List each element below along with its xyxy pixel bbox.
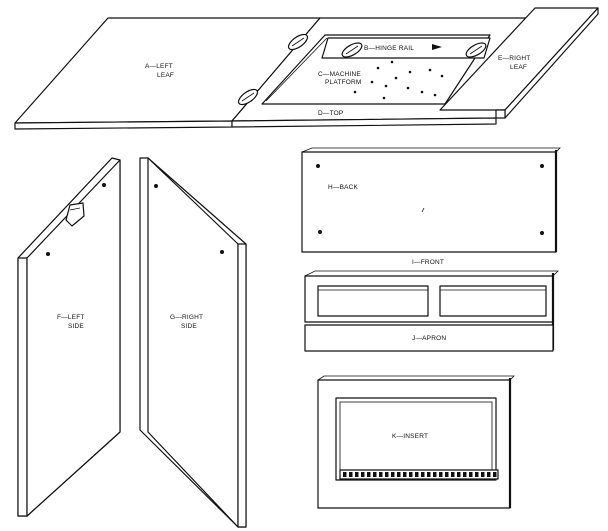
insert-tooth [463,472,467,477]
insert-tooth [409,472,413,477]
insert-tooth [397,472,401,477]
right-side-g: G—RIGHT SIDE [139,157,247,528]
label-h: H—BACK [328,184,359,191]
label-d: D—TOP [318,110,343,117]
label-a-line2: LEAF [157,72,174,79]
label-e-line2: LEAF [510,64,527,71]
insert-tooth [445,472,449,477]
label-f-line2: SIDE [68,323,84,330]
insert-tooth [487,472,491,477]
insert-tooth [469,472,473,477]
back-h: H—BACK I—FRONT [301,147,561,266]
insert-tooth [373,472,377,477]
front-i-apron-j: J—APRON [304,270,559,352]
insert-teeth [343,472,497,477]
label-c-line1: C—MACHINE [318,71,361,78]
insert-tooth [343,472,347,477]
insert-tooth [433,472,437,477]
insert-tooth [379,472,383,477]
insert-tooth [385,472,389,477]
insert-tooth [421,472,425,477]
top-assembly: A—LEFT LEAF B—HINGE RAIL C—MACHINE PLATF… [14,7,599,130]
insert-tooth [391,472,395,477]
insert-tooth [355,472,359,477]
label-i: I—FRONT [412,259,444,266]
insert-tooth [457,472,461,477]
insert-tooth [427,472,431,477]
insert-k: K—INSERT [317,375,515,509]
label-c-line2: PLATFORM [325,79,362,86]
label-e-line1: E—RIGHT [498,55,530,62]
label-f-line1: F—LEFT [57,314,85,321]
insert-tooth [451,472,455,477]
insert-tooth [349,472,353,477]
label-a-line1: A—LEFT [145,63,173,70]
insert-tooth [475,472,479,477]
insert-tooth [415,472,419,477]
label-k: K—INSERT [392,433,428,440]
hinge-pockets [237,33,309,106]
insert-tooth [367,472,371,477]
insert-tooth [403,472,407,477]
insert-tooth [481,472,485,477]
hinge-rail-b [321,37,491,59]
left-side-f: F—LEFT SIDE [17,157,121,517]
label-b: B—HINGE RAIL [364,45,414,52]
label-g-line1: G—RIGHT [170,314,203,321]
right-leaf-e [439,7,599,119]
insert-tooth [439,472,443,477]
insert-tooth [493,472,497,477]
label-j: J—APRON [412,335,446,342]
insert-tooth [361,472,365,477]
label-g-line2: SIDE [181,323,197,330]
